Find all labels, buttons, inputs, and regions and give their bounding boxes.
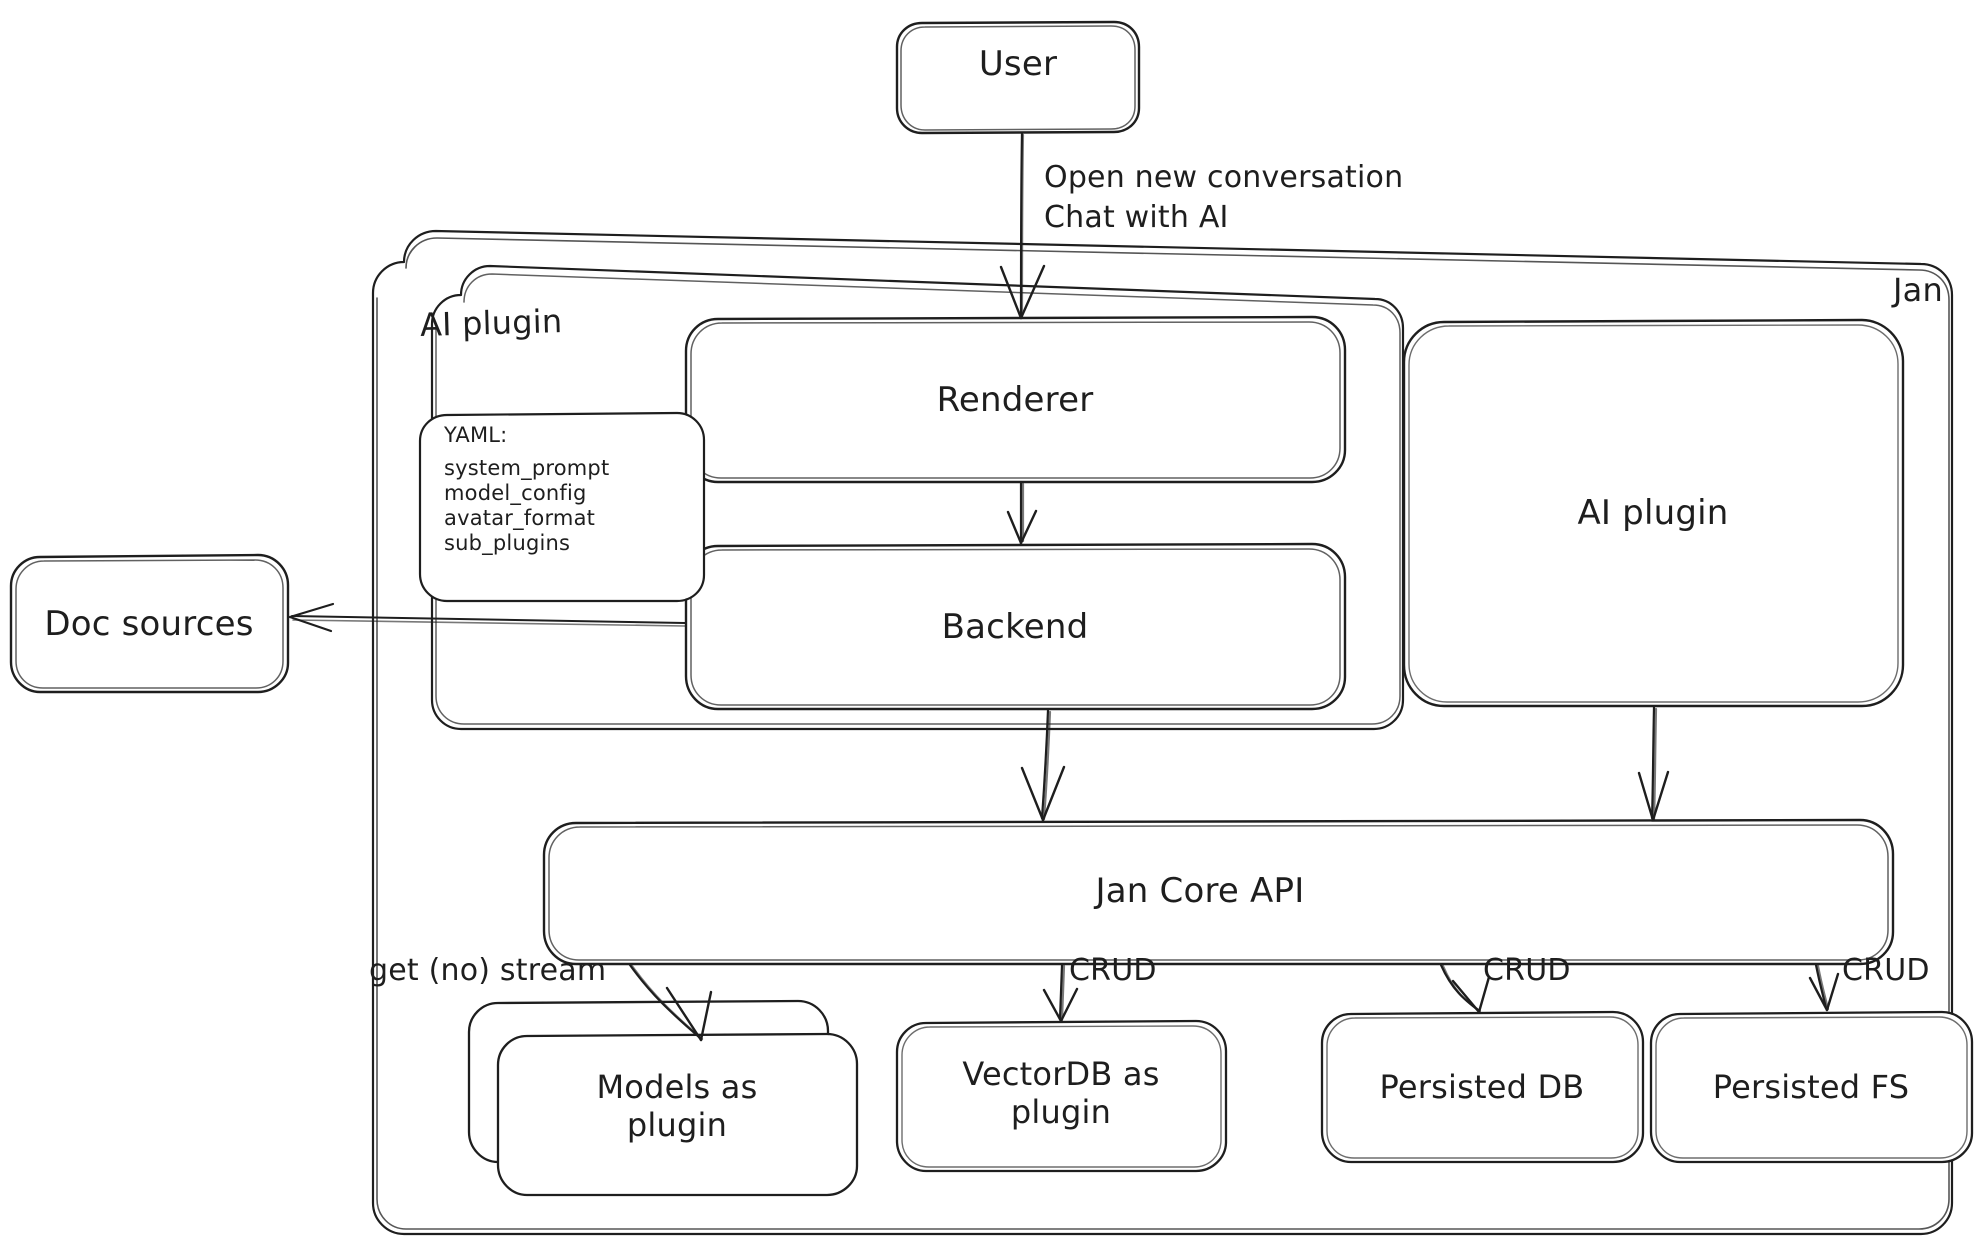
- jan-core-api-box-shape[interactable]: [542, 818, 1895, 966]
- ai-plugin-container-shape[interactable]: [430, 264, 1405, 731]
- vectordb-as-plugin-shape[interactable]: [895, 1019, 1228, 1173]
- models-as-plugin-label: Models as plugin: [596, 1068, 758, 1144]
- arrow-core-to-persisted-db: [1439, 963, 1491, 1014]
- models-as-plugin-shape[interactable]: [467, 999, 859, 1197]
- arrow-renderer-to-backend: [1006, 480, 1038, 545]
- arrow-core-to-vectordb: [1042, 963, 1079, 1023]
- user-box-shape[interactable]: [895, 20, 1141, 135]
- persisted-fs-label: Persisted FS: [1712, 1068, 1910, 1106]
- backend-label: Backend: [941, 607, 1089, 647]
- edge-label-crud-persisted-db: CRUD: [1483, 953, 1571, 988]
- edge-label-crud-persisted-fs: CRUD: [1842, 953, 1930, 988]
- jan-core-api-label: Jan Core API: [1095, 871, 1305, 911]
- arrow-backend-to-doc-sources: [288, 602, 686, 633]
- arrow-ai-plugin-to-core: [1637, 705, 1670, 822]
- doc-sources-label: Doc sources: [44, 604, 254, 644]
- ai-plugin-container-label: AI plugin: [419, 302, 563, 344]
- arrow-core-to-models: [628, 963, 713, 1042]
- arrow-backend-to-core: [1020, 708, 1066, 822]
- persisted-db-shape[interactable]: [1320, 1010, 1645, 1164]
- vectordb-as-plugin-label: VectorDB as plugin: [962, 1055, 1160, 1131]
- yaml-card-shape[interactable]: [418, 411, 706, 603]
- edge-label-user-to-renderer: Open new conversation Chat with AI: [1044, 160, 1404, 235]
- yaml-item-3: sub_plugins: [444, 531, 571, 555]
- ai-plugin-box-shape[interactable]: [1402, 318, 1905, 708]
- renderer-box-shape[interactable]: [684, 315, 1347, 484]
- yaml-item-1: model_config: [444, 481, 587, 505]
- yaml-card-content: YAML: system_prompt model_config avatar_…: [444, 423, 694, 555]
- user-label: User: [978, 44, 1058, 84]
- edge-label-get-no-stream: get (no) stream: [369, 953, 607, 988]
- arrow-core-to-persisted-fs: [1808, 963, 1840, 1012]
- yaml-item-2: avatar_format: [444, 506, 596, 530]
- persisted-db-label: Persisted DB: [1379, 1068, 1585, 1106]
- edge-label-crud-vectordb: CRUD: [1069, 953, 1157, 988]
- persisted-fs-shape[interactable]: [1649, 1010, 1974, 1164]
- yaml-item-0: system_prompt: [444, 456, 610, 480]
- arrow-user-to-renderer: [999, 131, 1046, 320]
- jan-container-label: Jan: [1893, 271, 1943, 309]
- renderer-label: Renderer: [936, 380, 1094, 420]
- ai-plugin-box-label: AI plugin: [1577, 493, 1729, 533]
- doc-sources-shape[interactable]: [9, 553, 290, 694]
- yaml-heading: YAML:: [444, 423, 508, 447]
- jan-container-shape[interactable]: [371, 229, 1954, 1236]
